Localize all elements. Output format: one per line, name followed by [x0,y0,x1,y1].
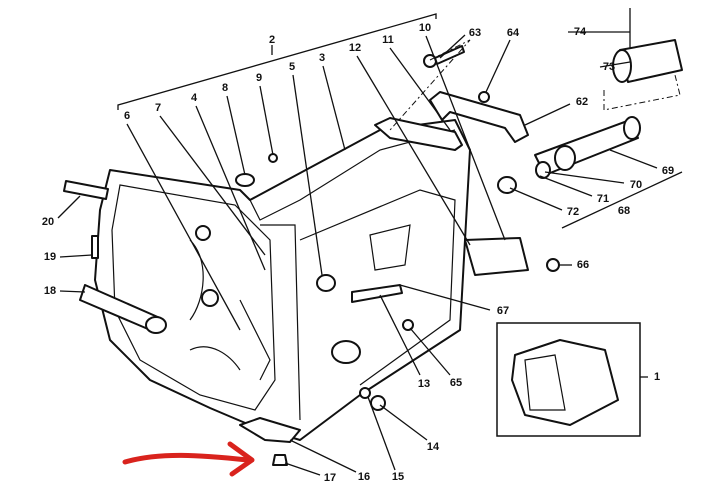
label-69: 69 [662,165,674,177]
label-8: 8 [222,82,228,94]
label-15: 15 [392,471,404,483]
label-2: 2 [269,34,275,46]
label-68: 68 [618,205,630,217]
label-62: 62 [576,96,588,108]
label-14: 14 [427,441,440,453]
label-64: 64 [507,27,520,39]
label-17: 17 [324,472,336,484]
label-70: 70 [630,179,642,191]
label-18: 18 [44,285,56,297]
label-65: 65 [450,377,462,389]
part-62-bracket [429,91,529,143]
label-20: 20 [42,216,54,228]
label-6: 6 [124,110,130,122]
label-9: 9 [256,72,262,84]
label-1: 1 [654,371,660,383]
transmission-housing [94,119,471,443]
label-7: 7 [155,102,161,114]
part-1-inset [496,322,641,437]
label-71: 71 [597,193,609,205]
label-66: 66 [577,259,589,271]
label-4: 4 [191,92,198,104]
label-72: 72 [567,206,579,218]
label-11: 11 [382,34,394,46]
group-68-bracket [561,171,683,229]
part-67-plate [464,237,529,276]
part-19-spring [91,235,99,259]
label-16: 16 [358,471,370,483]
label-5: 5 [289,61,295,73]
label-13: 13 [418,378,430,390]
leader-lines [57,31,658,476]
label-63: 63 [469,27,481,39]
label-10: 10 [419,22,431,34]
label-74: 74 [574,26,587,38]
label-19: 19 [44,251,56,263]
cover-gasket [374,117,463,151]
label-3: 3 [319,52,325,64]
part-13-pin [351,284,403,303]
group-2-bracket [117,13,437,110]
label-67: 67 [497,305,509,317]
label-12: 12 [349,42,361,54]
red-arrow-annotation [122,441,255,477]
part-20-pin [63,180,109,200]
label-73: 73 [603,61,615,73]
